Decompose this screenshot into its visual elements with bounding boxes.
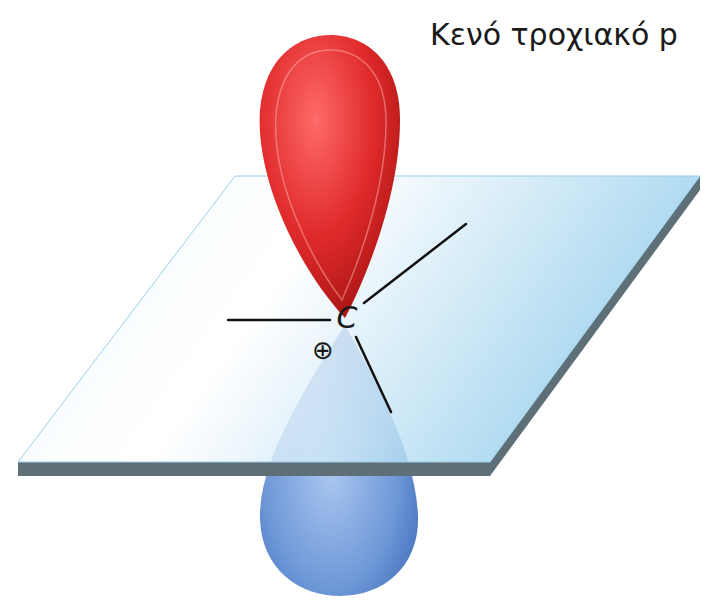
bond <box>228 319 330 322</box>
charge-symbol: ⊕ <box>312 337 334 363</box>
bond <box>364 224 466 303</box>
orbital-lobe-upper <box>260 35 400 318</box>
atom-symbol: C <box>337 303 358 333</box>
bond <box>356 337 391 412</box>
orbital-highlight <box>276 50 386 300</box>
orbital-label: Κενό τροχιακό p <box>430 20 678 50</box>
